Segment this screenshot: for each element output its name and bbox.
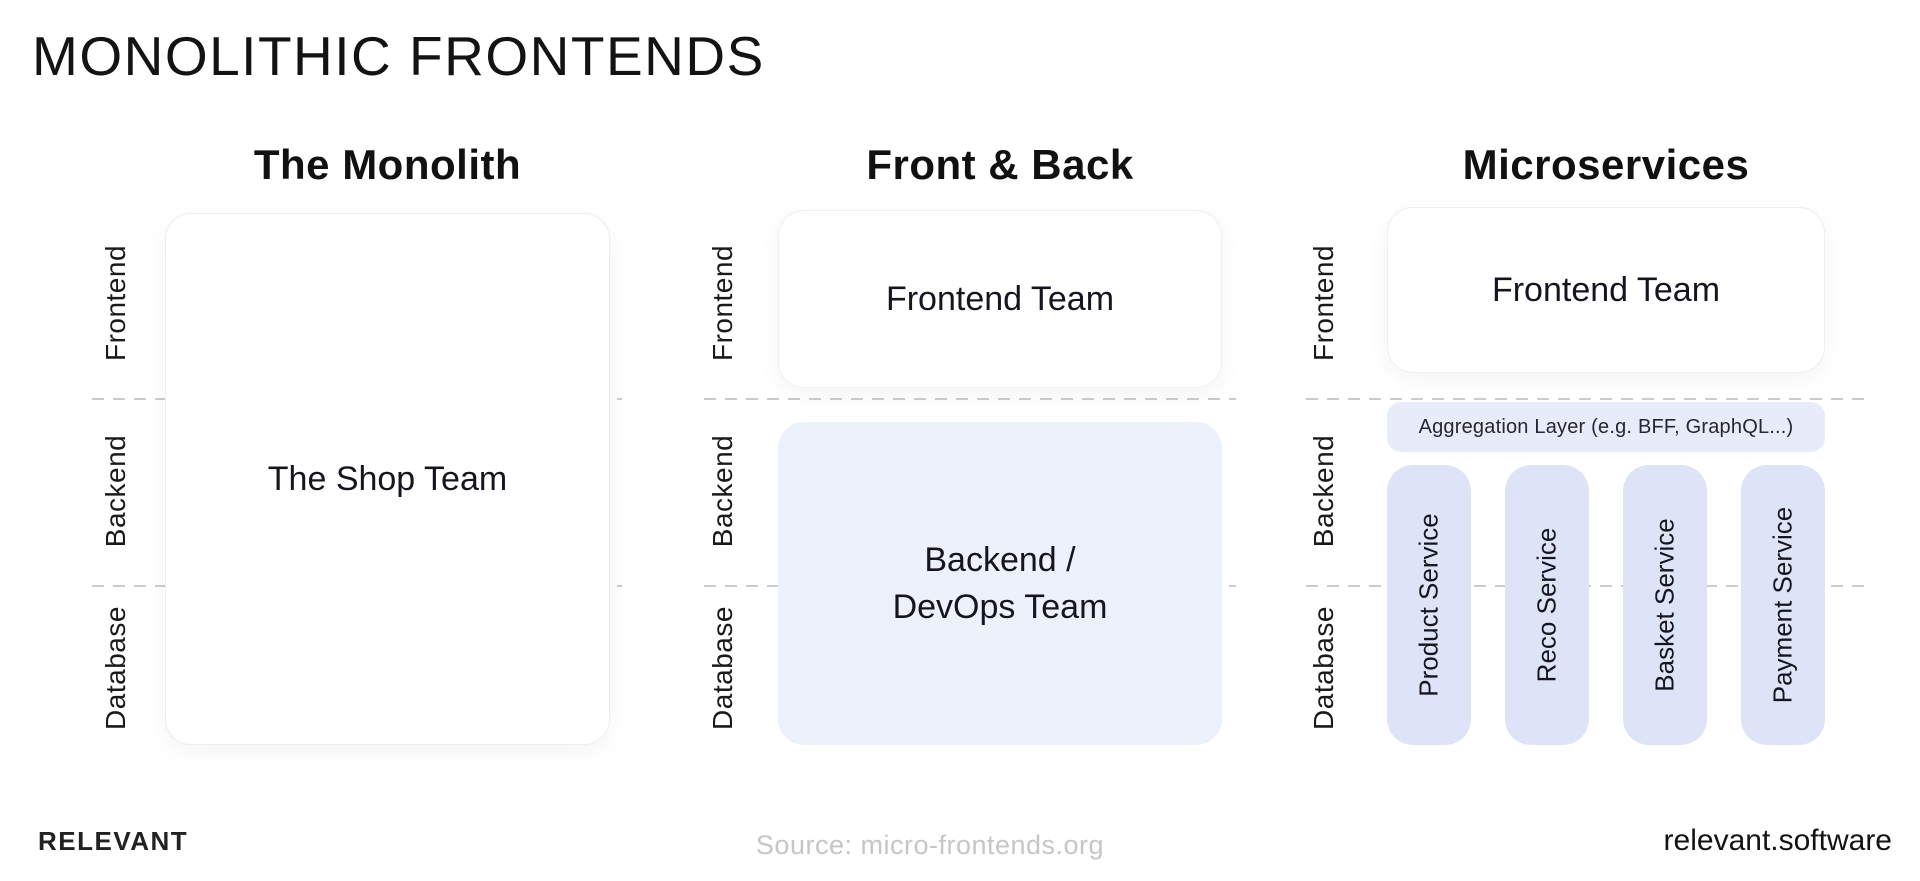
service-pill-basket: Basket Service xyxy=(1623,465,1707,745)
backend-devops-line2: DevOps Team xyxy=(892,587,1108,626)
column-heading-monolith: The Monolith xyxy=(253,141,522,188)
aggregation-layer-box: Aggregation Layer (e.g. BFF, GraphQL...) xyxy=(1387,402,1825,452)
service-label-basket: Basket Service xyxy=(1649,518,1680,692)
divider-frontend-backend-col2 xyxy=(704,398,1236,400)
website-url: relevant.software xyxy=(1663,824,1892,857)
column-heading-microservices: Microservices xyxy=(1462,141,1750,188)
layer-label-backend-col2: Backend xyxy=(707,434,738,548)
divider-frontend-backend-col3 xyxy=(1306,398,1868,400)
shop-team-label: The Shop Team xyxy=(267,459,508,498)
backend-devops-line1: Backend / xyxy=(924,540,1076,579)
frontend-team-box-col3: Frontend Team xyxy=(1387,207,1825,373)
column-heading-front-back: Front & Back xyxy=(866,141,1134,188)
layer-label-database-col1: Database xyxy=(100,606,131,730)
aggregation-layer-label: Aggregation Layer (e.g. BFF, GraphQL...) xyxy=(1418,415,1794,438)
frontend-team-box-col2: Frontend Team xyxy=(778,210,1222,388)
backend-devops-label: Backend / DevOps Team xyxy=(893,537,1108,631)
microservices-row: Product Service Reco Service Basket Serv… xyxy=(1387,465,1825,745)
backend-devops-box: Backend / DevOps Team xyxy=(778,422,1222,745)
layer-label-frontend-col1: Frontend xyxy=(100,244,131,362)
service-pill-product: Product Service xyxy=(1387,465,1471,745)
layer-label-backend-col1: Backend xyxy=(100,434,131,548)
layer-label-frontend-col2: Frontend xyxy=(707,244,738,362)
service-pill-reco: Reco Service xyxy=(1505,465,1589,745)
service-label-product: Product Service xyxy=(1413,513,1444,697)
service-pill-payment: Payment Service xyxy=(1741,465,1825,745)
source-credit: Source: micro-frontends.org xyxy=(755,830,1105,860)
layer-label-backend-col3: Backend xyxy=(1308,434,1339,548)
frontend-team-label-col2: Frontend Team xyxy=(885,279,1115,318)
page-title: MONOLITHIC FRONTENDS xyxy=(32,25,765,87)
shop-team-box: The Shop Team xyxy=(165,213,610,745)
layer-label-frontend-col3: Frontend xyxy=(1308,244,1339,362)
service-label-reco: Reco Service xyxy=(1531,527,1562,683)
relevant-logo: RELEVANT xyxy=(38,826,189,856)
service-label-payment: Payment Service xyxy=(1767,506,1798,704)
frontend-team-label-col3: Frontend Team xyxy=(1491,270,1721,309)
layer-label-database-col3: Database xyxy=(1308,606,1339,730)
layer-label-database-col2: Database xyxy=(707,606,738,730)
